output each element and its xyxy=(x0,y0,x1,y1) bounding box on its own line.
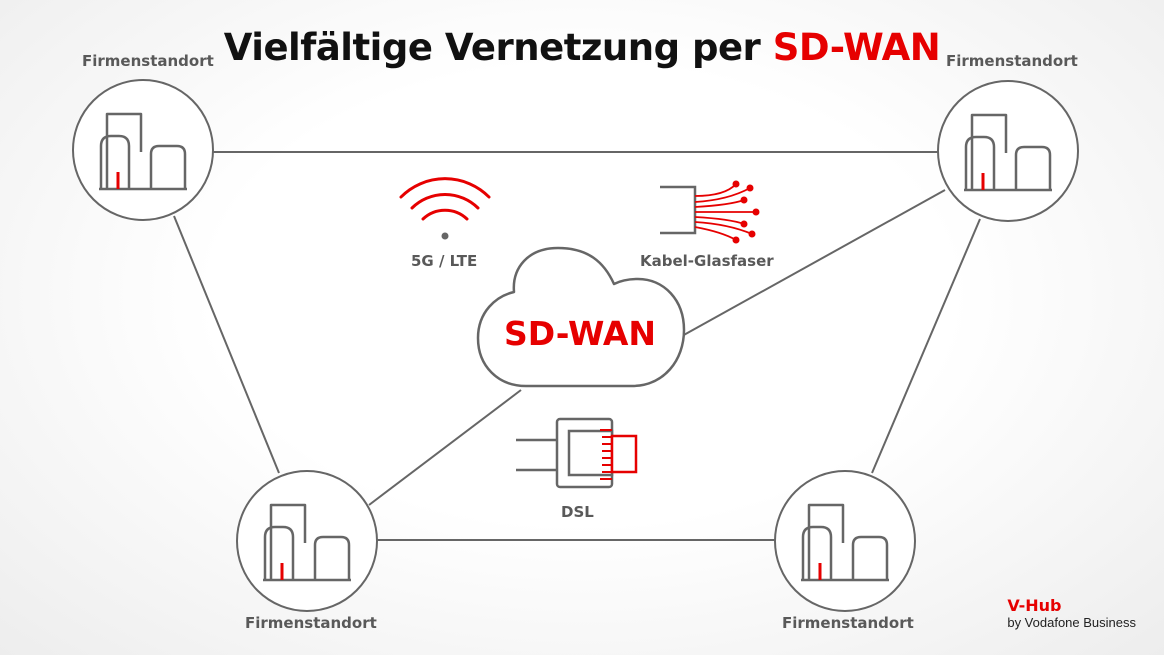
dsl-plug-icon xyxy=(516,417,638,489)
site-label-top-left: Firmenstandort xyxy=(82,52,214,70)
link-topleft-bottomleft xyxy=(173,215,280,474)
brand-name: V-Hub xyxy=(1007,596,1062,615)
title-main: Vielfältige Vernetzung per xyxy=(223,26,761,69)
site-bottom-left xyxy=(236,470,378,612)
cloud-label: SD-WAN xyxy=(503,314,657,353)
mobile-connection-label: 5G / LTE xyxy=(411,252,478,270)
link-cloud-topright xyxy=(681,189,946,337)
site-top-left xyxy=(72,79,214,221)
site-label-bottom-left: Firmenstandort xyxy=(245,614,377,632)
brand-logo: V-Hub by Vodafone Business xyxy=(1007,596,1136,630)
connection-lines xyxy=(173,151,981,541)
site-label-bottom-right: Firmenstandort xyxy=(782,614,914,632)
brand-subtitle: by Vodafone Business xyxy=(1007,615,1136,630)
site-top-right xyxy=(937,80,1079,222)
title-accent: SD-WAN xyxy=(772,26,941,69)
wifi-signal-icon xyxy=(399,177,491,240)
fiber-cable-icon xyxy=(660,180,760,244)
link-cloud-bottomleft xyxy=(368,389,522,506)
link-topright-bottomright xyxy=(871,218,981,474)
page-title: Vielfältige Vernetzung per SD-WAN xyxy=(0,26,1164,69)
site-label-top-right: Firmenstandort xyxy=(946,52,1078,70)
dsl-connection-label: DSL xyxy=(561,503,594,521)
cloud-shape xyxy=(476,246,686,388)
fiber-connection-label: Kabel-Glasfaser xyxy=(640,252,774,270)
site-bottom-right xyxy=(774,470,916,612)
